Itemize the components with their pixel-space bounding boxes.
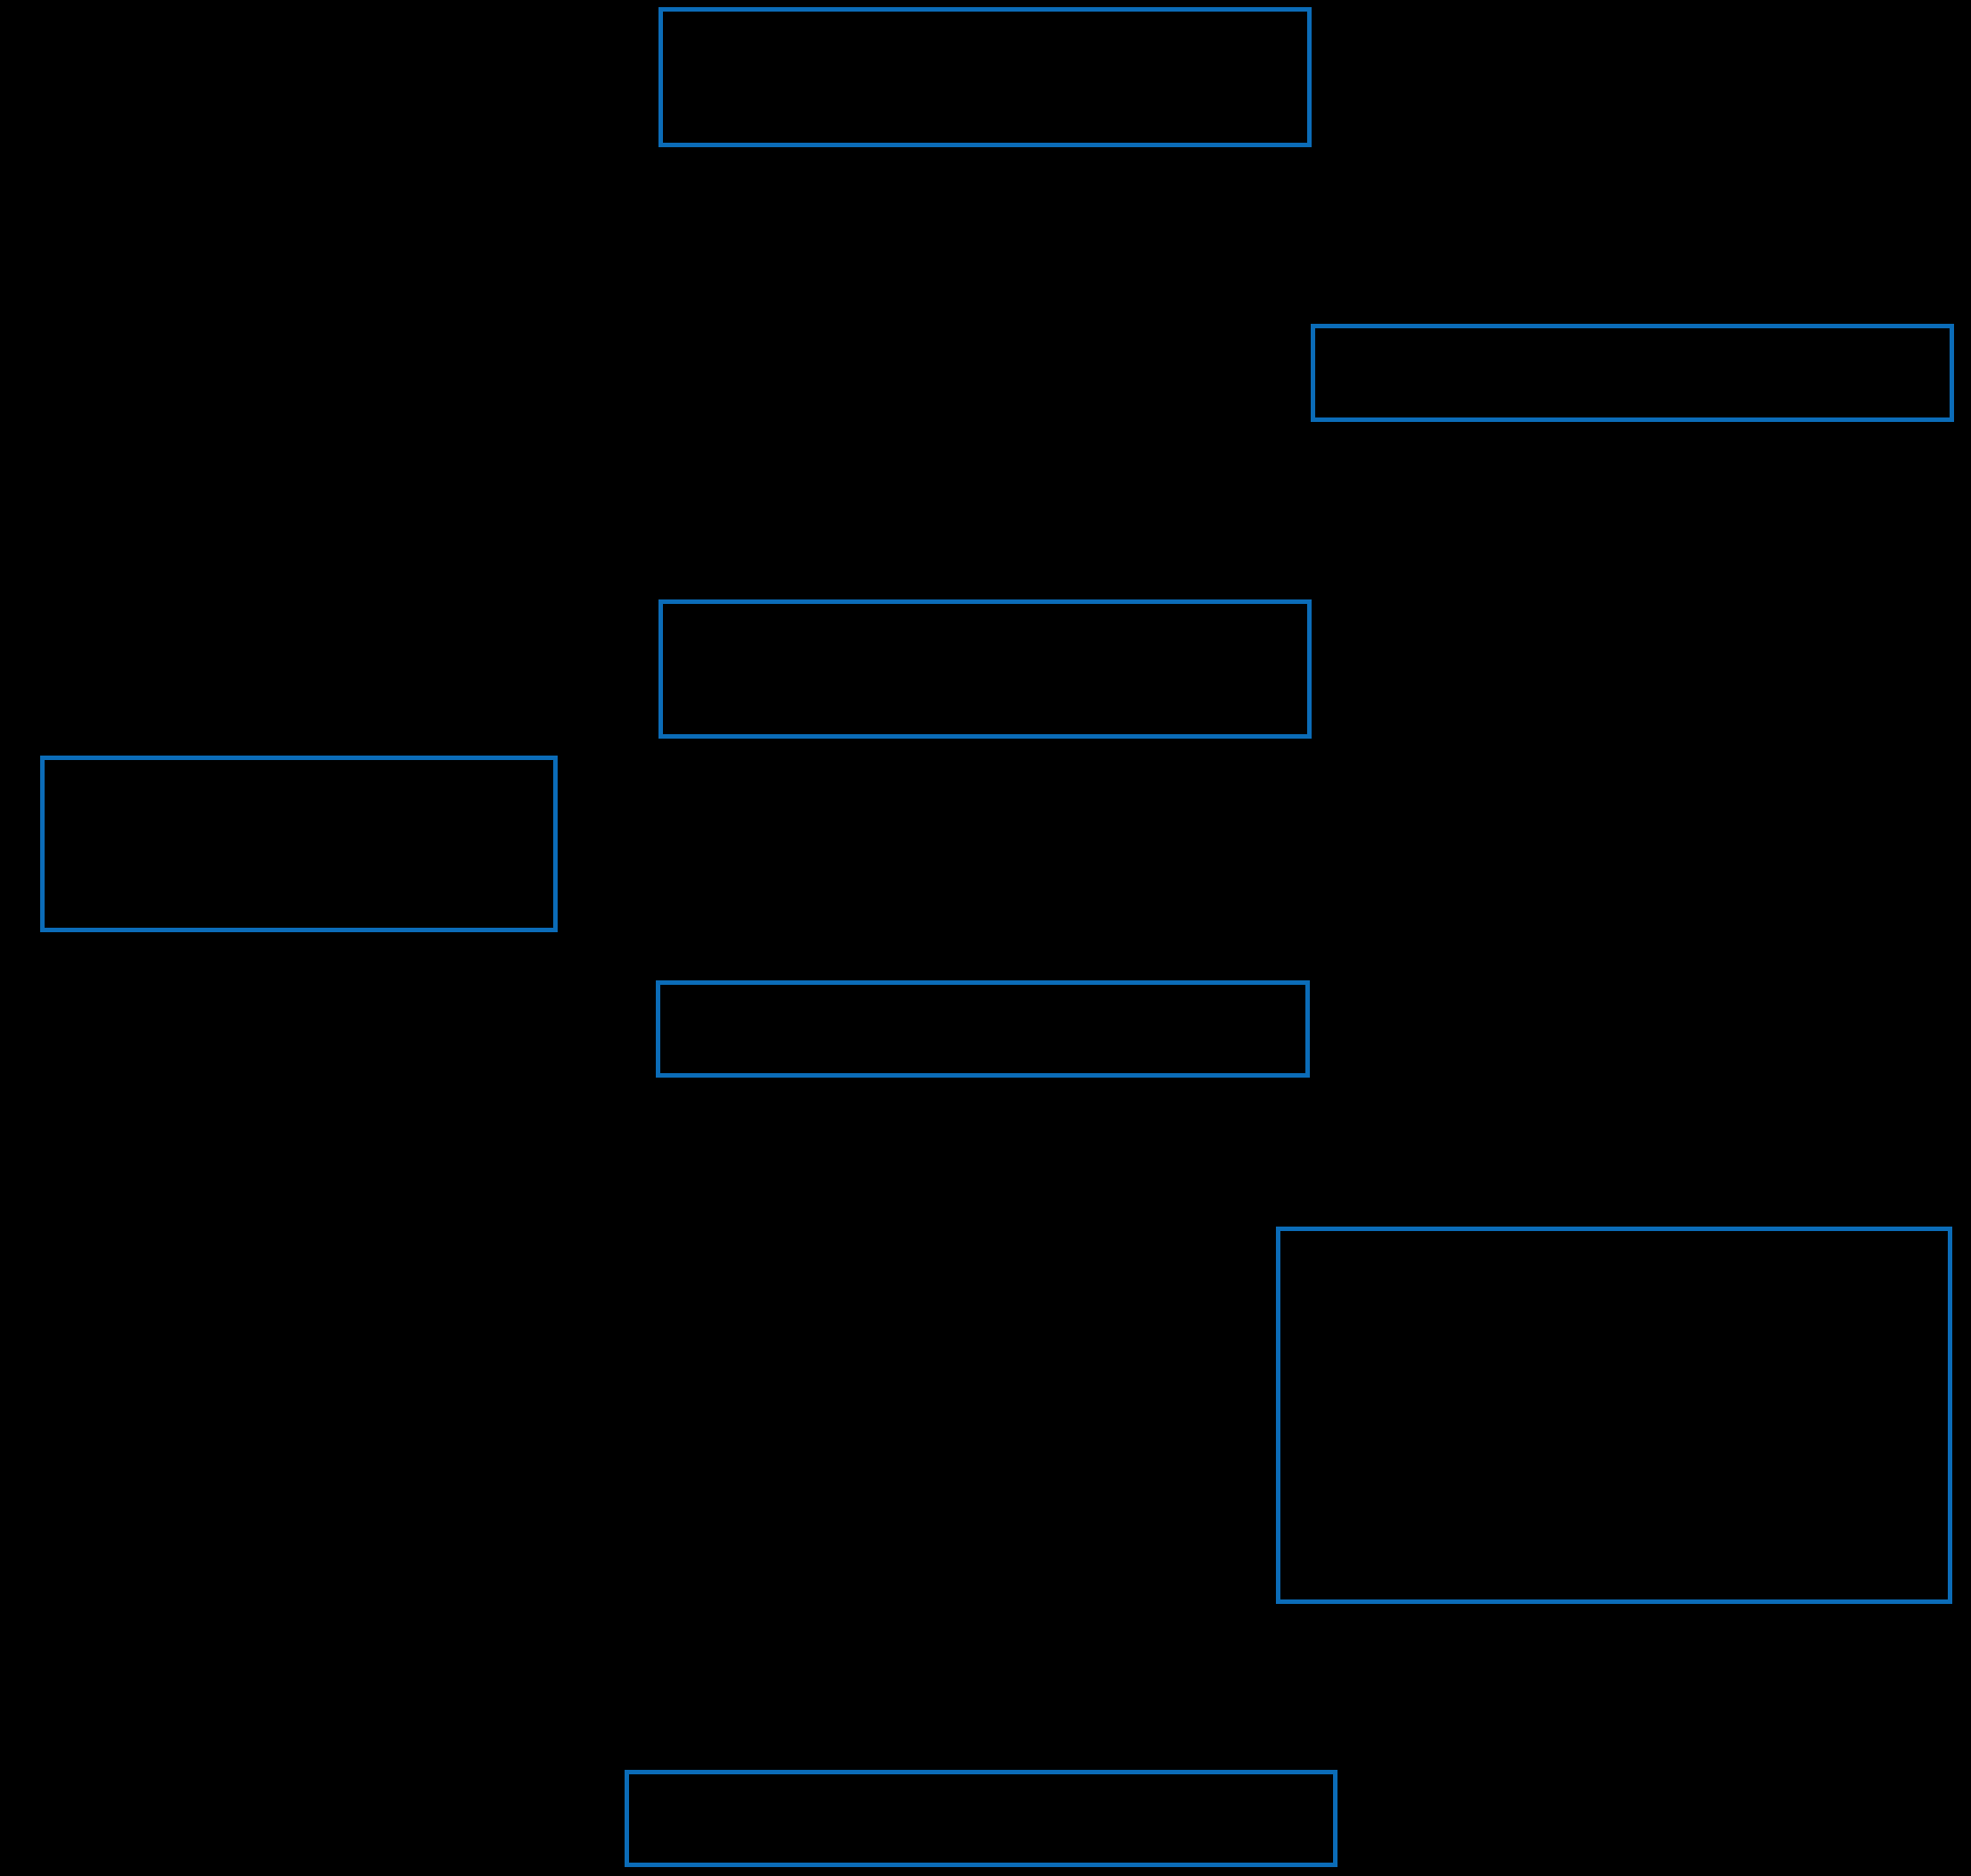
region-box[interactable] [625, 1770, 1337, 1867]
region-box[interactable] [1311, 324, 1954, 422]
region-box-label [663, 12, 1307, 143]
region-box-label [45, 760, 553, 928]
region-box-label [629, 1774, 1333, 1863]
region-box[interactable] [40, 756, 558, 932]
region-box-label [1280, 1231, 1948, 1599]
region-box-label [663, 604, 1307, 734]
region-box-label [1315, 328, 1950, 417]
region-box[interactable] [658, 599, 1312, 739]
region-box[interactable] [1276, 1227, 1952, 1604]
region-box[interactable] [656, 980, 1310, 1078]
region-box[interactable] [658, 7, 1312, 147]
region-box-label [660, 985, 1305, 1073]
